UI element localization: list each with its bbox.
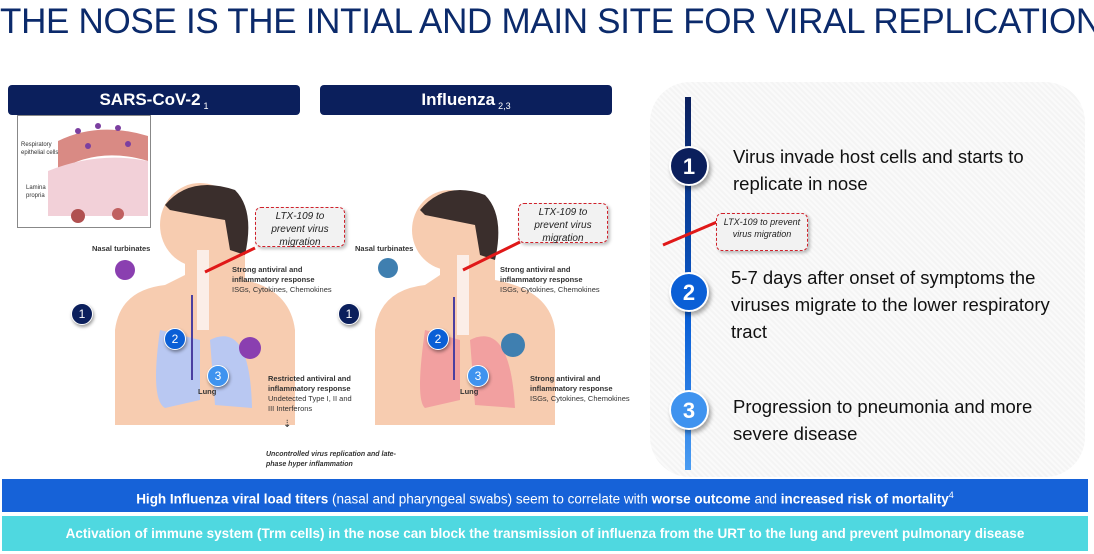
sars-step-3-badge: 3 bbox=[207, 365, 229, 387]
down-arrow-icon: ⇣ bbox=[283, 419, 292, 430]
timeline-step-2-text: 5-7 days after onset of symptoms the vir… bbox=[731, 267, 1050, 342]
flu-upper-title: Strong antiviral and inflammatory respon… bbox=[500, 265, 583, 284]
timeline-step-3-text: Progression to pneumonia and more severe… bbox=[733, 396, 1033, 444]
banner1-text-1: (nasal and pharyngeal swabs) seem to cor… bbox=[328, 491, 652, 507]
immune-activation-banner: Activation of immune system (Trm cells) … bbox=[2, 516, 1088, 551]
body-illustrations bbox=[115, 183, 555, 425]
banner1-bold-1: High Influenza viral load titers bbox=[136, 491, 329, 507]
timeline-ltx-callout: LTX-109 to prevent virus migration bbox=[716, 213, 808, 251]
flu-lung-label: Lung bbox=[460, 387, 479, 396]
sars-figure bbox=[115, 183, 295, 425]
viral-load-banner: High Influenza viral load titers (nasal … bbox=[2, 479, 1088, 512]
banner1-bold-2: worse outcome bbox=[651, 491, 751, 507]
sars-lower-detail: Undetected Type I, II and III Interferon… bbox=[268, 394, 352, 413]
sars-nasal-label: Nasal turbinates bbox=[92, 244, 151, 253]
timeline-red-marker bbox=[662, 220, 718, 247]
sars-step-1-badge: 1 bbox=[71, 303, 93, 325]
sars-upper-detail: ISGs, Cytokines, Chemokines bbox=[232, 285, 332, 294]
sars-step-2-badge: 2 bbox=[164, 328, 186, 350]
tissue-inset: Respiratory epithelial cells Lamina prop… bbox=[17, 115, 151, 228]
banner1-bold-3: increased risk of mortality bbox=[780, 491, 949, 507]
timeline-step-3-badge: 3 bbox=[669, 390, 709, 430]
inset-label-epithelial: Respiratory epithelial cells bbox=[21, 142, 59, 156]
timeline-panel bbox=[650, 82, 1085, 477]
flu-nasal-label: Nasal turbinates bbox=[355, 244, 414, 253]
sars-lung-label: Lung bbox=[198, 387, 217, 396]
banner1-ref: 4 bbox=[948, 490, 954, 500]
flu-upper-detail: ISGs, Cytokines, Chemokines bbox=[500, 285, 600, 294]
inset-label-lamina: Lamina propria bbox=[26, 185, 46, 199]
timeline-step-2-badge: 2 bbox=[669, 272, 709, 312]
flu-ltx-callout: LTX-109 to prevent virus migration bbox=[518, 203, 608, 244]
sars-ref: 1 bbox=[203, 101, 209, 112]
flu-lower-detail: ISGs, Cytokines, Chemokines bbox=[530, 394, 630, 403]
timeline-step-1-text: Virus invade host cells and starts to re… bbox=[733, 146, 1024, 194]
sars-header-label: SARS-CoV-2 bbox=[99, 90, 201, 109]
influenza-figure bbox=[375, 190, 555, 425]
sars-upper-response: Strong antiviral and inflammatory respon… bbox=[232, 265, 332, 295]
timeline-step-1-badge: 1 bbox=[669, 146, 709, 186]
influenza-header-label: Influenza bbox=[421, 90, 496, 109]
sars-outcome: Uncontrolled virus replication and late-… bbox=[266, 451, 396, 468]
flu-step-1-badge: 1 bbox=[338, 303, 360, 325]
flu-lower-title: Strong antiviral and inflammatory respon… bbox=[530, 374, 613, 393]
flu-lower-response: Strong antiviral and inflammatory respon… bbox=[530, 374, 630, 404]
flu-upper-response: Strong antiviral and inflammatory respon… bbox=[500, 265, 600, 295]
sars-ltx-callout: LTX-109 to prevent virus migration bbox=[255, 207, 345, 248]
sars-lower-title: Restricted antiviral and inflammatory re… bbox=[268, 374, 351, 393]
flu-step-3-badge: 3 bbox=[467, 365, 489, 387]
page-title: THE NOSE IS THE INTIAL AND MAIN SITE FOR… bbox=[0, 2, 1094, 41]
flu-step-2-badge: 2 bbox=[427, 328, 449, 350]
tissue-illustration bbox=[48, 123, 148, 223]
sars-upper-title: Strong antiviral and inflammatory respon… bbox=[232, 265, 315, 284]
banner1-text-2: and bbox=[750, 491, 781, 507]
influenza-ref: 2,3 bbox=[498, 101, 511, 112]
sars-lower-response: Restricted antiviral and inflammatory re… bbox=[268, 374, 358, 414]
